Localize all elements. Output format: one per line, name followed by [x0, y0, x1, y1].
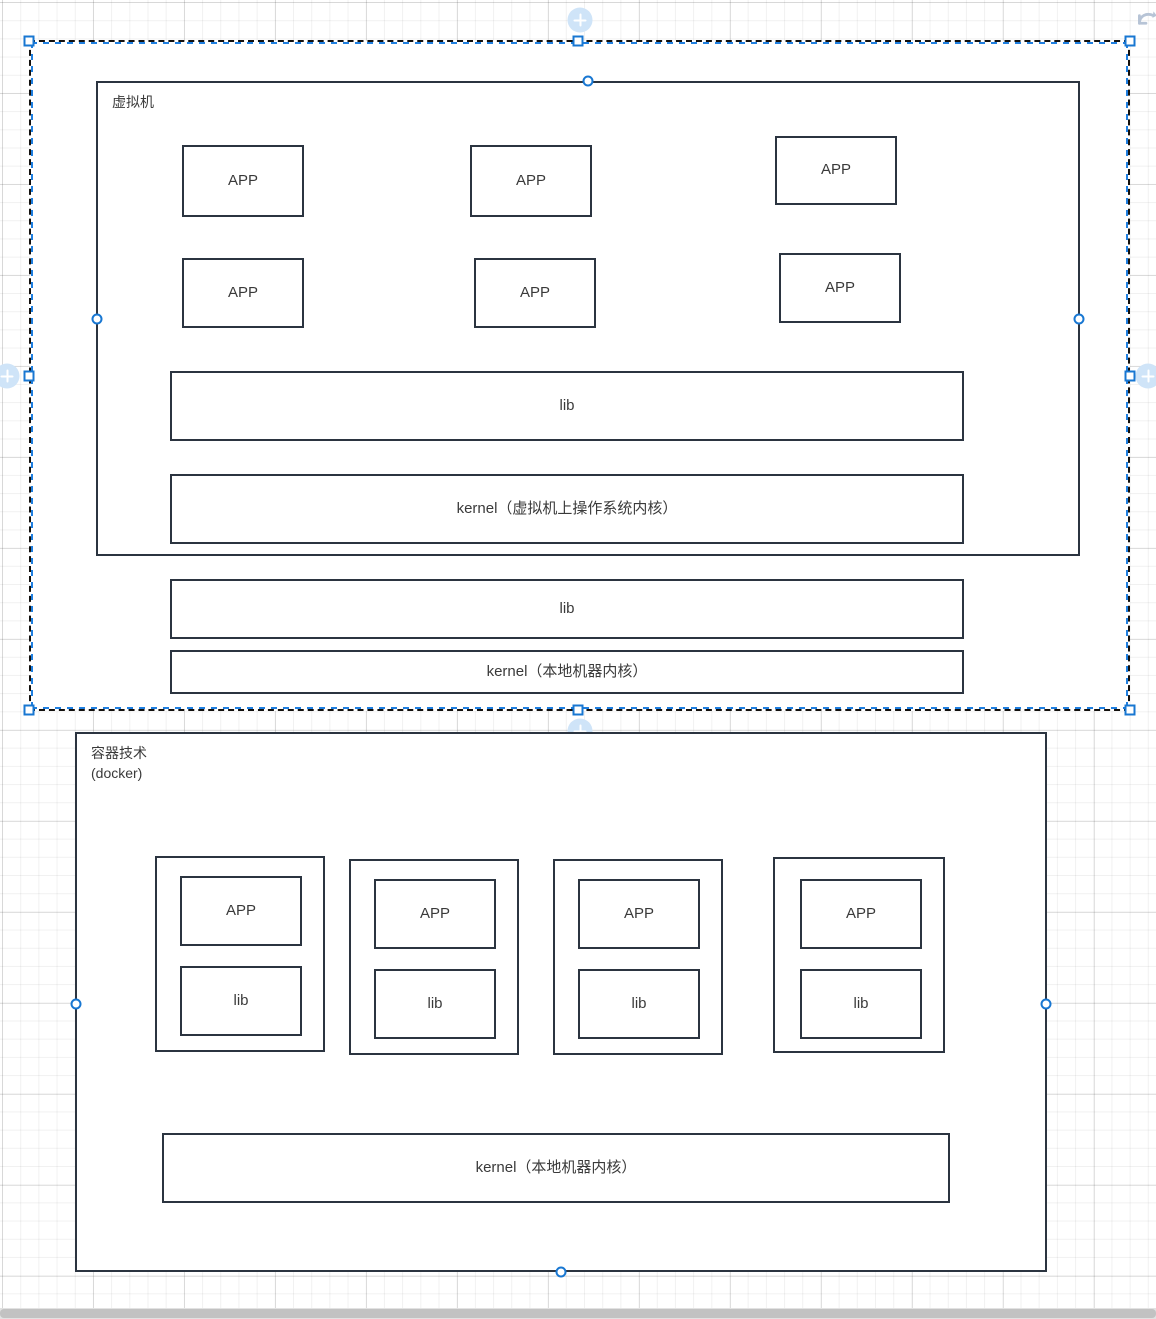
docker-container-4-lib-box[interactable]: lib	[800, 969, 922, 1039]
vm-lib-label: lib	[559, 396, 575, 414]
add-shape-right-icon[interactable]	[1135, 363, 1156, 389]
vm-lib-bar[interactable]: lib	[170, 371, 964, 441]
docker-container-3-lib-label: lib	[631, 994, 647, 1012]
docker-container-1-lib-box[interactable]: lib	[180, 966, 302, 1036]
resize-handle-middle-right[interactable]	[1124, 370, 1136, 382]
docker-container-4-lib-label: lib	[853, 994, 869, 1012]
vm-app-label-2: APP	[227, 283, 258, 301]
vm-app-box-4[interactable]: APP	[474, 258, 596, 328]
vm-kernel-label: kernel（虚拟机上操作系统内核）	[456, 499, 678, 517]
vm-app-label-6: APP	[824, 278, 855, 296]
docker-container-4-app-box[interactable]: APP	[800, 879, 922, 949]
connection-point-docker-bottom[interactable]	[555, 1266, 567, 1278]
docker-container-1-app-label: APP	[225, 901, 256, 919]
vm-app-box-5[interactable]: APP	[775, 136, 897, 205]
connection-point-docker-right[interactable]	[1040, 998, 1052, 1010]
resize-handle-bottom-center[interactable]	[572, 704, 584, 716]
resize-handle-middle-left[interactable]	[23, 370, 35, 382]
vm-app-label-5: APP	[820, 161, 851, 179]
vm-app-label-3: APP	[515, 171, 546, 189]
connection-point-docker-left[interactable]	[70, 998, 82, 1010]
host-kernel-bar[interactable]: kernel（本地机器内核）	[170, 650, 964, 694]
host-lib-label: lib	[559, 599, 575, 617]
docker-container-4-app-label: APP	[845, 904, 876, 922]
docker-container-2-lib-label: lib	[427, 994, 443, 1012]
vm-app-box-6[interactable]: APP	[779, 253, 901, 323]
connection-point-vm-top[interactable]	[582, 75, 594, 87]
docker-container-3-app-box[interactable]: APP	[578, 879, 700, 949]
resize-handle-bottom-left[interactable]	[23, 704, 35, 716]
horizontal-scrollbar-thumb[interactable]	[0, 1309, 1156, 1318]
resize-handle-top-left[interactable]	[23, 35, 35, 47]
docker-container-2-app-box[interactable]: APP	[374, 879, 496, 949]
vm-app-box-3[interactable]: APP	[470, 145, 592, 217]
docker-kernel-label: kernel（本地机器内核）	[475, 1158, 637, 1176]
vm-app-box-2[interactable]: APP	[182, 258, 304, 328]
docker-container-3-lib-box[interactable]: lib	[578, 969, 700, 1039]
docker-container-1-app-box[interactable]: APP	[180, 876, 302, 946]
vm-kernel-bar[interactable]: kernel（虚拟机上操作系统内核）	[170, 474, 964, 544]
horizontal-scrollbar[interactable]	[0, 1308, 1156, 1319]
vm-app-box-1[interactable]: APP	[182, 145, 304, 217]
resize-handle-top-right[interactable]	[1124, 35, 1136, 47]
host-kernel-label: kernel（本地机器内核）	[486, 662, 648, 680]
docker-container-2-app-label: APP	[419, 904, 450, 922]
add-shape-left-icon[interactable]	[0, 363, 20, 389]
vm-group-title: 虚拟机	[112, 94, 154, 110]
docker-container-3-app-label: APP	[623, 904, 654, 922]
docker-container-2-lib-box[interactable]: lib	[374, 969, 496, 1039]
host-lib-bar[interactable]: lib	[170, 579, 964, 639]
resize-handle-top-center[interactable]	[572, 35, 584, 47]
connection-point-vm-left[interactable]	[91, 313, 103, 325]
docker-group-title: 容器技术 (docker)	[91, 745, 147, 782]
vm-app-label-1: APP	[227, 171, 258, 189]
connection-point-vm-right[interactable]	[1073, 313, 1085, 325]
vm-app-label-4: APP	[519, 283, 550, 301]
resize-handle-bottom-right[interactable]	[1124, 704, 1136, 716]
rotate-icon[interactable]	[1134, 7, 1156, 33]
docker-kernel-bar[interactable]: kernel（本地机器内核）	[162, 1133, 950, 1203]
docker-container-1-lib-label: lib	[233, 991, 249, 1009]
add-shape-top-icon[interactable]	[567, 7, 593, 33]
